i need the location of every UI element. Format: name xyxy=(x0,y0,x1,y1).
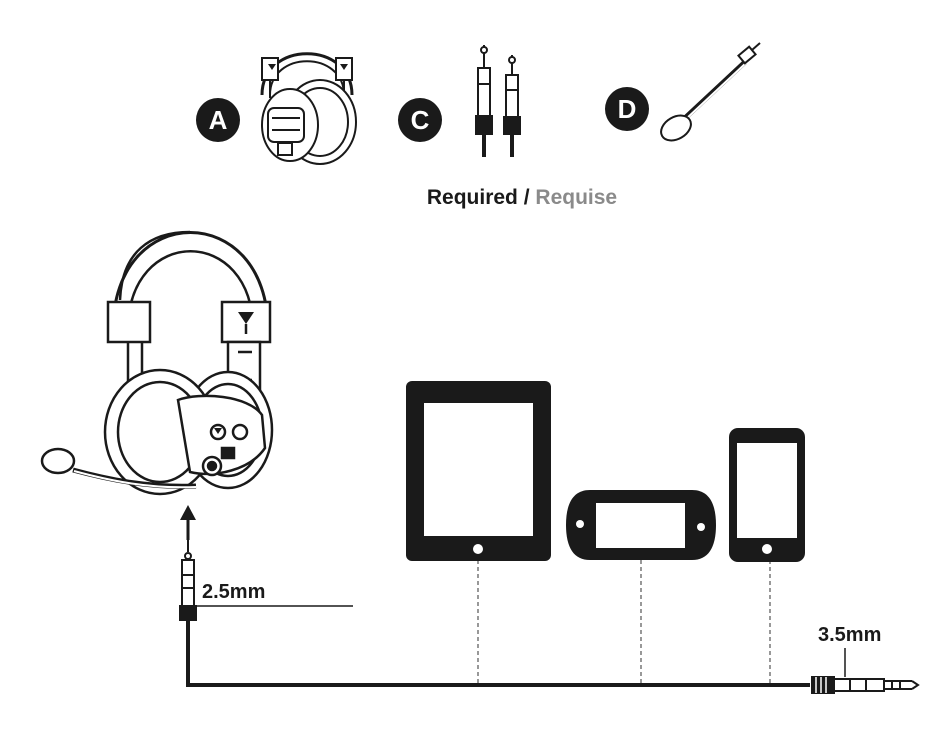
badge-d-letter: D xyxy=(618,94,637,124)
audio-cable xyxy=(186,620,810,687)
headset-large-icon xyxy=(103,230,274,496)
required-caption: Required / Requise xyxy=(427,186,617,209)
caption-secondary: Requise xyxy=(535,186,617,209)
label-2-5mm: 2.5mm xyxy=(202,581,265,603)
plug-2-5mm-icon xyxy=(179,540,197,621)
headset-small-icon xyxy=(260,52,357,165)
label-3-5mm: 3.5mm xyxy=(818,624,881,646)
headset-boom-mic-icon xyxy=(40,447,197,489)
smartphone-icon xyxy=(729,428,805,562)
caption-separator: / xyxy=(518,186,536,209)
badge-c-letter: C xyxy=(411,105,430,135)
caption-primary: Required xyxy=(427,186,518,209)
badge-a-letter: A xyxy=(209,105,228,135)
boom-microphone-icon xyxy=(660,42,761,142)
device-drop-lines xyxy=(477,560,771,684)
badge-a: A xyxy=(196,98,240,142)
plug-3-5mm-icon xyxy=(811,676,920,694)
up-arrow-icon xyxy=(180,505,196,540)
handheld-console-icon xyxy=(566,490,716,560)
badge-d: D xyxy=(605,87,649,131)
tablet-icon xyxy=(406,381,551,561)
badge-c: C xyxy=(398,98,442,142)
dual-plug-cable-icon xyxy=(475,45,521,157)
